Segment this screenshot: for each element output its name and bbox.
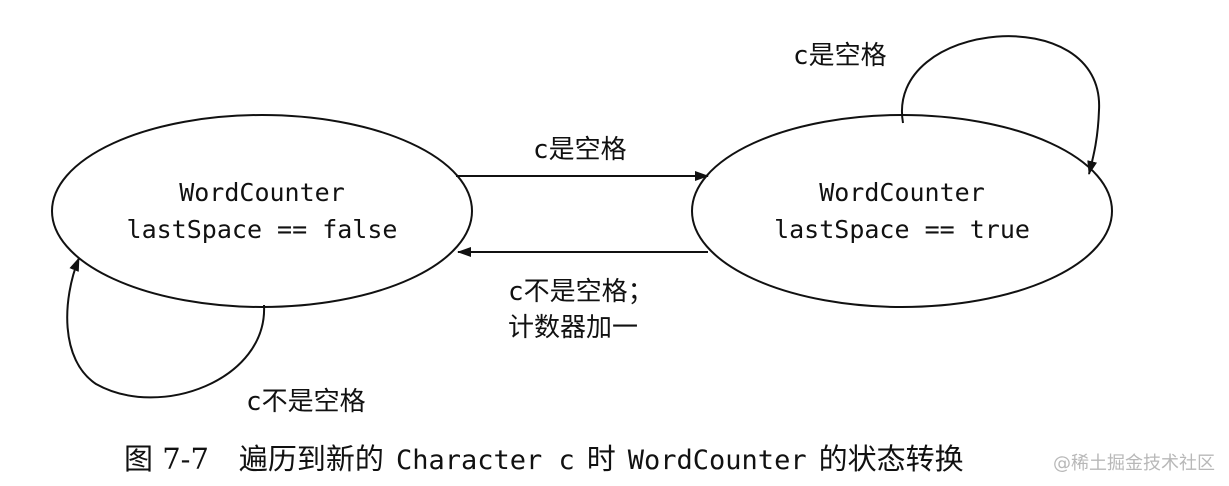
caption-text-2: 时 [586, 442, 616, 476]
watermark: @稀土掘金技术社区 [1053, 453, 1215, 474]
caption-code-character: Character c [395, 445, 575, 476]
figure-caption: 图 7-7 遍历到新的 Character c 时 WordCounter 的状… [124, 436, 964, 476]
self-loop-left-state [66, 257, 266, 399]
left-state-condition: lastSpace == false [127, 215, 398, 244]
label-right-to-left: c不是空格； [508, 277, 654, 307]
label-left-to-right: c是空格 [533, 135, 627, 165]
right-state-condition: lastSpace == true [774, 215, 1030, 244]
state-last-space-true [691, 114, 1113, 308]
label-right-to-left-line2: 计数器加一 [508, 313, 638, 343]
caption-code-wordcounter: WordCounter [627, 445, 807, 476]
left-state-name: WordCounter [179, 178, 345, 207]
state-last-space-false [51, 114, 473, 308]
figure-number: 图 7-7 [124, 442, 209, 476]
label-bottom-self-loop: c不是空格 [246, 387, 366, 417]
label-top-self-loop: c是空格 [793, 41, 887, 71]
self-loop-right-state [900, 35, 1101, 175]
caption-text-1: 遍历到新的 [238, 442, 384, 476]
right-state-name: WordCounter [819, 178, 985, 207]
caption-text-3: 的状态转换 [818, 442, 964, 476]
